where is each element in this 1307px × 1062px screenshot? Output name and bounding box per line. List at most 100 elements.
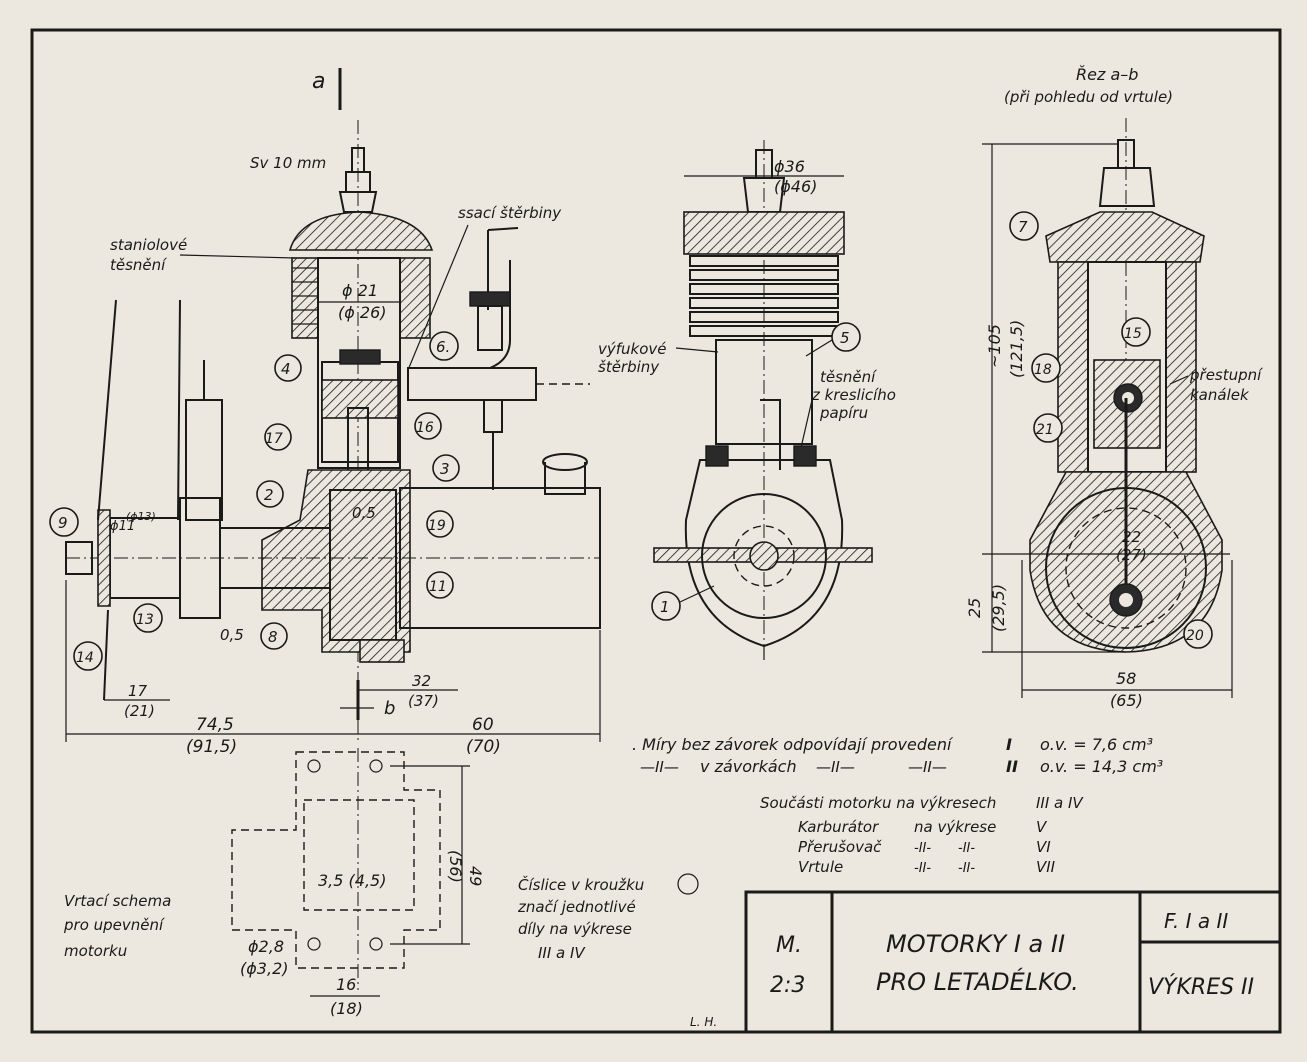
note-ditto-a: —II—	[640, 758, 679, 776]
svg-text:6.: 6.	[436, 338, 450, 356]
part-balloon: 21	[1033, 413, 1063, 443]
paper-seal-2: z kreslicího	[811, 386, 896, 404]
drawing-number: VÝKRES II	[1148, 974, 1254, 1000]
svg-text:9: 9	[58, 514, 68, 532]
part-balloon: 2	[256, 480, 284, 508]
gap-label: 0,5	[352, 504, 376, 522]
svg-text:13: 13	[136, 612, 154, 628]
breaker-mid-1: -II-	[914, 841, 931, 856]
title-line-1: MOTORKY I a II	[886, 930, 1065, 958]
svg-text:14: 14	[76, 650, 94, 666]
svg-text:11: 11	[429, 579, 447, 595]
note-roman-1: I	[1006, 735, 1012, 754]
fin-d-label: ϕ36	[774, 157, 805, 176]
shaft-d-label: ϕ11	[110, 519, 135, 534]
svg-text:8: 8	[268, 628, 278, 646]
part-balloon: 6.	[429, 331, 459, 361]
prop-ref: VII	[1036, 858, 1056, 876]
dim-29: (29,5)	[989, 584, 1008, 632]
note-roman-2: II	[1006, 757, 1018, 776]
mount-caption-1: Vrtací schema	[64, 892, 171, 910]
part-balloon: 7	[1009, 211, 1039, 241]
carb-mid: na výkrese	[914, 818, 996, 836]
breaker-ref: VI	[1036, 838, 1051, 856]
svg-text:19: 19	[428, 518, 446, 534]
bore-label: ϕ 21	[342, 281, 378, 300]
section-view: Řez a–b (při pohledu od vrtule) 22 (27) …	[965, 65, 1263, 710]
transfer-label-1: přestupní	[1189, 366, 1263, 384]
part-balloon: 9	[49, 507, 79, 537]
part-balloon: 19	[426, 510, 454, 538]
note-vol-2: o.v. = 14,3 cm³	[1040, 757, 1163, 776]
exhaust-slots-1: výfukové	[598, 340, 667, 358]
dim-16: 16	[336, 975, 356, 994]
exhaust-slots-2: štěrbiny	[598, 358, 660, 376]
dim-27: (27)	[1116, 546, 1147, 564]
mount-caption-2: pro upevnění	[63, 916, 165, 934]
gap2-label: 0,5	[220, 626, 244, 644]
scale-label: M.	[776, 933, 802, 958]
breaker-label: Přerušovač	[798, 838, 882, 856]
dim-17: 17	[128, 682, 148, 700]
dim-105: ~105	[985, 324, 1004, 368]
part-balloon: 1	[651, 591, 681, 621]
scale-value: 2:3	[770, 973, 805, 998]
svg-text:3: 3	[440, 460, 450, 478]
spark-plug-label: Sv 10 mm	[250, 154, 326, 172]
intake-slots-label: ssací štěrbiny	[458, 204, 562, 222]
part-balloon: 20	[1183, 619, 1213, 649]
part-balloon: 11	[426, 571, 454, 599]
dim-18: (18)	[330, 999, 363, 1018]
carburetor	[407, 227, 590, 490]
mount-outline	[231, 751, 441, 969]
spark-plug	[338, 147, 378, 213]
part-balloon: 16	[414, 412, 442, 440]
part-balloon: 8	[260, 622, 288, 650]
hole-label: ϕ2,8	[248, 937, 284, 956]
svg-text:17: 17	[265, 431, 283, 447]
seal-label-2: těsnění	[110, 256, 167, 274]
svg-text:7: 7	[1018, 218, 1028, 236]
svg-text:4: 4	[281, 360, 291, 378]
title-block: M. 2:3 MOTORKY I a II PRO LETADÉLKO. F. …	[690, 890, 1282, 1034]
section-subtitle: (při pohledu od vrtule)	[1004, 88, 1173, 106]
dim-25: 25	[965, 598, 984, 618]
circle-note-3: díly na výkrese	[518, 920, 632, 938]
section-mark-a: a	[312, 69, 325, 94]
paper-seal-3: papíru	[819, 404, 868, 422]
dim-49: 49	[466, 866, 485, 886]
part-balloon: 18	[1031, 353, 1061, 383]
svg-text:21: 21	[1036, 422, 1054, 438]
front-view: ϕ36 (ϕ46) výfukové štěrbiny těsnění z kr…	[598, 140, 896, 660]
prop-mid-1: -II-	[914, 861, 931, 876]
notes: . Míry bez závorek odpovídají provedení …	[517, 735, 1163, 962]
dim-74: 74,5	[196, 715, 234, 735]
dim-70: (70)	[466, 737, 501, 757]
bore-alt-label: (ϕ 26)	[338, 303, 386, 322]
svg-text:1: 1	[660, 598, 670, 616]
carb-ref: V	[1036, 818, 1048, 836]
parts-line: Součásti motorku na výkresech	[760, 794, 996, 812]
title-line-2: PRO LETADÉLKO.	[876, 967, 1079, 996]
dim-37: (37)	[408, 692, 439, 710]
crankcase	[261, 469, 411, 653]
note-ditto-c: —II—	[816, 758, 855, 776]
svg-text:15: 15	[1124, 326, 1142, 342]
propeller-blade	[97, 299, 181, 701]
mount-caption-3: motorku	[64, 942, 127, 960]
part-balloon: 5	[831, 322, 861, 352]
cylinder-head	[288, 211, 434, 251]
hole-alt-label: (ϕ3,2)	[240, 959, 288, 978]
dim-56: (56)	[446, 850, 465, 883]
circle-note-2: značí jednotlivé	[517, 898, 636, 916]
svg-text:16: 16	[416, 420, 434, 436]
parts-ref: III a IV	[1036, 794, 1084, 812]
section-mark-b: b	[384, 698, 395, 719]
fin-d-alt-label: (ϕ46)	[774, 177, 817, 196]
dim-58: 58	[1116, 669, 1136, 688]
mount-center-label: 3,5 (4,5)	[318, 871, 386, 890]
svg-text:18: 18	[1034, 362, 1052, 378]
mounting-pattern-view: 49 (56) 3,5 (4,5) ϕ2,8 (ϕ3,2) 16 (18) Vr…	[63, 748, 485, 1018]
transfer-label-2: kanálek	[1190, 386, 1250, 404]
